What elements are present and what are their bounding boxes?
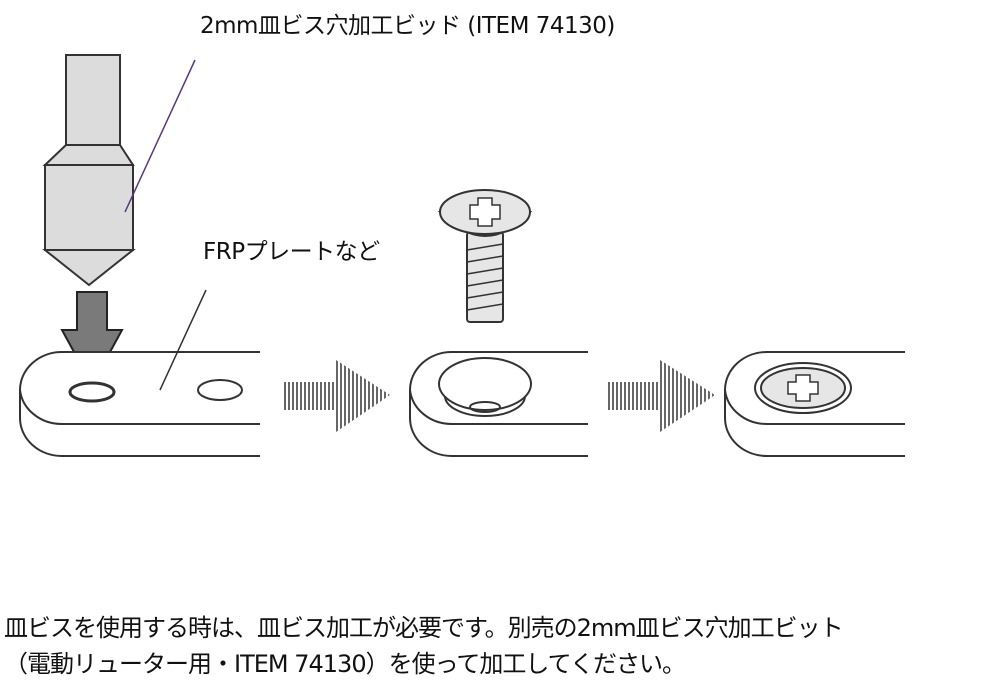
- right-arrow-icon: [283, 360, 390, 432]
- countersunk-screw: [437, 189, 533, 323]
- drill-bit: [42, 54, 136, 287]
- right-arrow-icon: [607, 360, 715, 432]
- plate-finished: [724, 351, 905, 457]
- bit-label: 2mm皿ビス穴加工ビッド (ITEM 74130): [200, 13, 615, 39]
- plate-countersunk: [409, 351, 588, 457]
- plate-label: FRPプレートなど: [203, 239, 380, 265]
- leader-lines: [124, 59, 207, 391]
- description-line-2: （電動リューター用・ITEM 74130）を使って加工してください。: [4, 650, 686, 678]
- description-line-1: 皿ビスを使用する時は、皿ビス加工が必要です。別売の2mm皿ビス穴加工ビット: [4, 614, 844, 642]
- plate-before: [19, 351, 260, 457]
